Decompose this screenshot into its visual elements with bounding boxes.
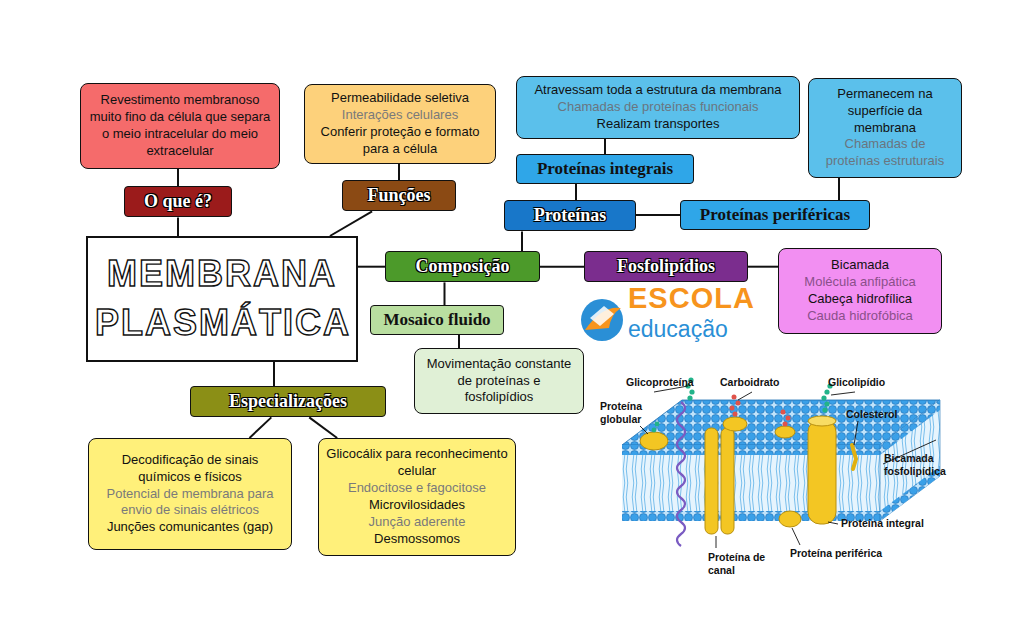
node-text: Microvilosidades: [326, 497, 508, 514]
node-text: Chamadas de proteínas estruturais: [816, 136, 954, 170]
node-text: Proteínas periféricas: [689, 204, 861, 226]
subtopic-box: Proteínas integrais: [516, 154, 694, 184]
part-label: Carboidrato: [720, 376, 790, 389]
node-text: Revestimento membranoso muito fino da cé…: [88, 92, 272, 160]
connector-line: [273, 362, 275, 386]
description-box: Permeabilidade seletivaInterações celula…: [304, 84, 496, 164]
node-text: Atravessam toda a estrutura da membrana: [524, 82, 792, 99]
topic-box: Fosfolipídios: [584, 251, 748, 282]
part-label: Glicolipídio: [828, 376, 903, 389]
connector-line: [249, 417, 271, 438]
connector-line: [177, 217, 179, 236]
part-label: Proteína integral: [841, 517, 941, 530]
node-text: Endocitose e fagocitose: [326, 480, 508, 497]
connector-line: [444, 282, 446, 305]
logo-text: educação: [628, 316, 768, 343]
part-label: Proteína de canal: [708, 551, 766, 576]
connector-line: [358, 266, 385, 268]
connector-line: [521, 231, 523, 251]
node-text: Decodificação de sinais químicos e físic…: [96, 452, 284, 486]
node-text: O que é?: [133, 190, 223, 213]
node-text: Mosaico fluido: [379, 309, 495, 331]
description-box: Permanecem na superfície da membranaCham…: [808, 78, 962, 178]
node-text: Chamadas de proteínas funcionais: [524, 99, 792, 116]
node-text: Junção aderente: [326, 514, 508, 531]
node-text: Proteínas integrais: [525, 158, 685, 180]
connector-line: [604, 139, 606, 154]
part-label: Colesterol: [846, 408, 916, 421]
node-text: Realizam transportes: [524, 116, 792, 133]
connector-line: [398, 164, 400, 180]
node-text: Permanecem na superfície da membrana: [816, 86, 954, 137]
connector-line: [575, 184, 577, 200]
connector-line: [838, 178, 840, 200]
part-label: Bicamada fosfolipídica: [884, 452, 964, 477]
central-box: MEMBRANA PLASMÁTICA: [86, 236, 358, 362]
node-text: Fosfolipídios: [593, 255, 739, 278]
node-text: MEMBRANA PLASMÁTICA: [95, 250, 349, 347]
subtopic-box: Proteínas periféricas: [680, 200, 870, 230]
description-box: Revestimento membranoso muito fino da cé…: [80, 83, 280, 169]
description-box: Movimentação constante de proteínas e fo…: [414, 348, 584, 414]
logo-text: ESCOLA: [628, 282, 768, 315]
node-text: Potencial de membrana para envio de sina…: [96, 486, 284, 520]
node-text: Interações celulares: [312, 107, 488, 124]
description-box: Glicocálix para reconhecimento celularEn…: [318, 438, 516, 556]
connector-line: [330, 211, 372, 236]
logo-icon: [581, 299, 623, 341]
description-box: Decodificação de sinais químicos e físic…: [88, 438, 292, 550]
topic-box: Mosaico fluido: [370, 305, 504, 335]
node-text: Junções comunicantes (gap): [96, 519, 284, 536]
node-text: Conferir proteção e formato para a célul…: [312, 124, 488, 158]
topic-box: O que é?: [124, 186, 232, 217]
node-text: Funções: [351, 184, 447, 207]
node-text: Proteínas: [513, 204, 627, 227]
connector-line: [309, 417, 337, 438]
description-box: BicamadaMolécula anfipáticaCabeça hidrof…: [778, 248, 942, 334]
part-label: Glicoproteína: [626, 376, 706, 389]
node-text: Glicocálix para reconhecimento celular: [326, 446, 508, 480]
node-text: Especializações: [199, 390, 377, 413]
connector-line: [748, 266, 778, 268]
description-box: Atravessam toda a estrutura da membranaC…: [516, 76, 800, 139]
topic-box: Especializações: [190, 386, 386, 417]
connector-line: [636, 214, 680, 216]
node-text: Bicamada: [786, 257, 934, 274]
node-text: Cauda hidrofóbica: [786, 308, 934, 325]
node-text: Movimentação constante de proteínas e fo…: [422, 356, 576, 407]
part-label: Proteína globular: [600, 400, 655, 425]
connector-line: [458, 335, 460, 348]
topic-box: Proteínas: [504, 200, 636, 231]
node-text: Molécula anfipática: [786, 274, 934, 291]
node-text: Permeabilidade seletiva: [312, 90, 488, 107]
node-text: Cabeça hidrofílica: [786, 291, 934, 308]
topic-box: Composição: [385, 251, 540, 282]
node-text: Desmossomos: [326, 531, 508, 548]
part-label: Proteína periférica: [790, 547, 900, 560]
topic-box: Funções: [342, 180, 456, 211]
node-text: Composição: [394, 255, 531, 278]
connector-line: [177, 169, 179, 186]
connector-line: [540, 266, 584, 268]
